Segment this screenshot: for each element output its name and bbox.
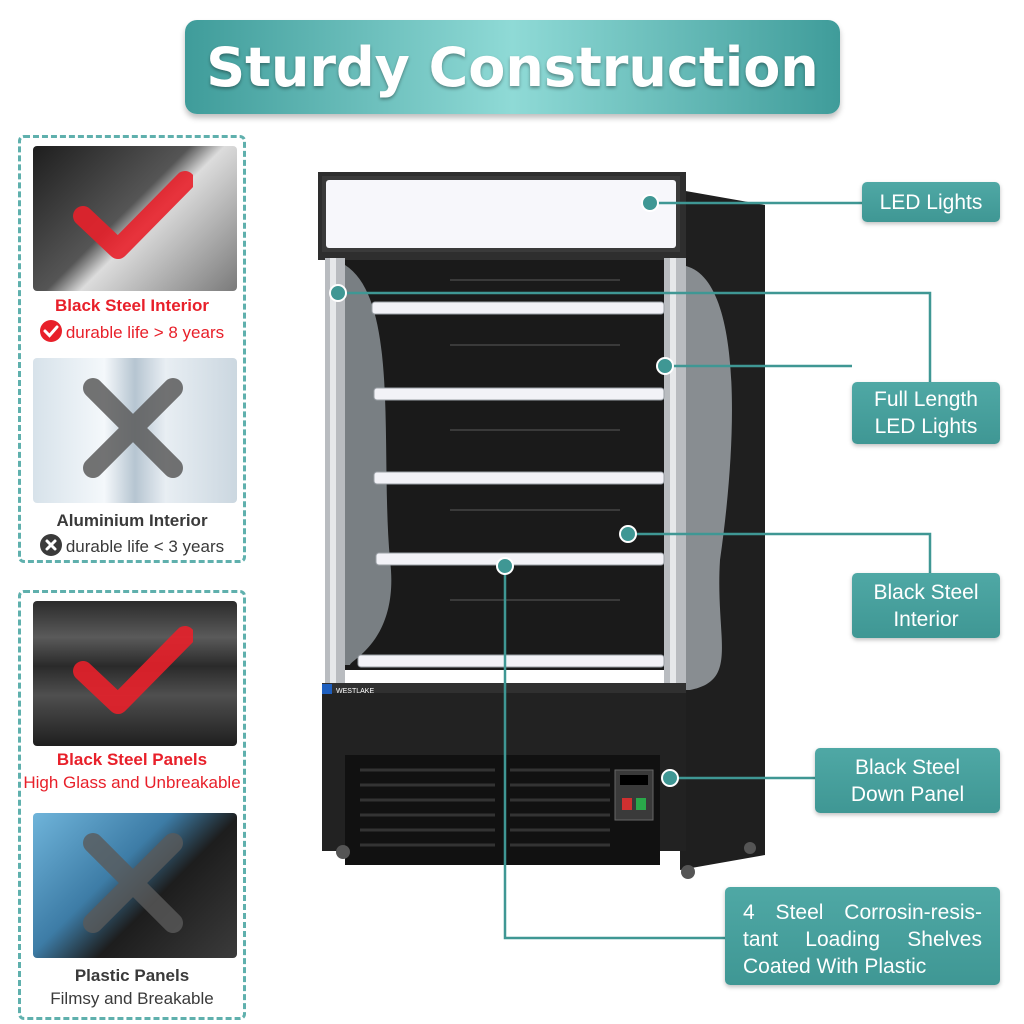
callout-full-length-led-lights: Full Length LED Lights bbox=[852, 382, 1000, 444]
plastic-panels-image bbox=[33, 813, 237, 958]
callout-led-lights: LED Lights bbox=[862, 182, 1000, 222]
comparison-title: Black Steel Interior bbox=[54, 296, 209, 315]
cross-icon bbox=[83, 833, 183, 933]
callout-black-steel-down-panel: Black Steel Down Panel bbox=[815, 748, 1000, 813]
comparison-subtitle: durable life > 8 years bbox=[21, 320, 243, 343]
page-title: Sturdy Construction bbox=[206, 35, 819, 99]
interior-comparison-box: Black Steel Interior durable life > 8 ye… bbox=[18, 135, 246, 563]
checkmark-icon bbox=[73, 626, 193, 714]
panel-comparison-box: Black Steel Panels High Glass and Unbrea… bbox=[18, 590, 246, 1020]
brand-label: WESTLAKE bbox=[336, 688, 374, 695]
callout-steel-shelves: 4 Steel Corrosin-resis-tant Loading Shel… bbox=[725, 887, 1000, 985]
aluminium-interior-image bbox=[33, 358, 237, 503]
comparison-subtitle: Filmsy and Breakable bbox=[50, 989, 214, 1008]
comparison-title: Aluminium Interior bbox=[56, 511, 208, 530]
black-steel-panels-image bbox=[33, 601, 237, 746]
check-badge-icon bbox=[39, 320, 62, 342]
comparison-subtitle: durable life < 3 years bbox=[21, 534, 243, 557]
callout-black-steel-interior: Black Steel Interior bbox=[852, 573, 1000, 638]
comparison-title: Black Steel Panels bbox=[56, 750, 208, 769]
title-banner: Sturdy Construction bbox=[185, 20, 840, 114]
checkmark-icon bbox=[73, 171, 193, 259]
black-steel-interior-image bbox=[33, 146, 237, 291]
cross-badge-icon bbox=[39, 534, 62, 556]
cross-icon bbox=[83, 378, 183, 478]
comparison-subtitle: High Glass and Unbreakable bbox=[23, 773, 241, 792]
comparison-title: Plastic Panels bbox=[74, 966, 190, 985]
